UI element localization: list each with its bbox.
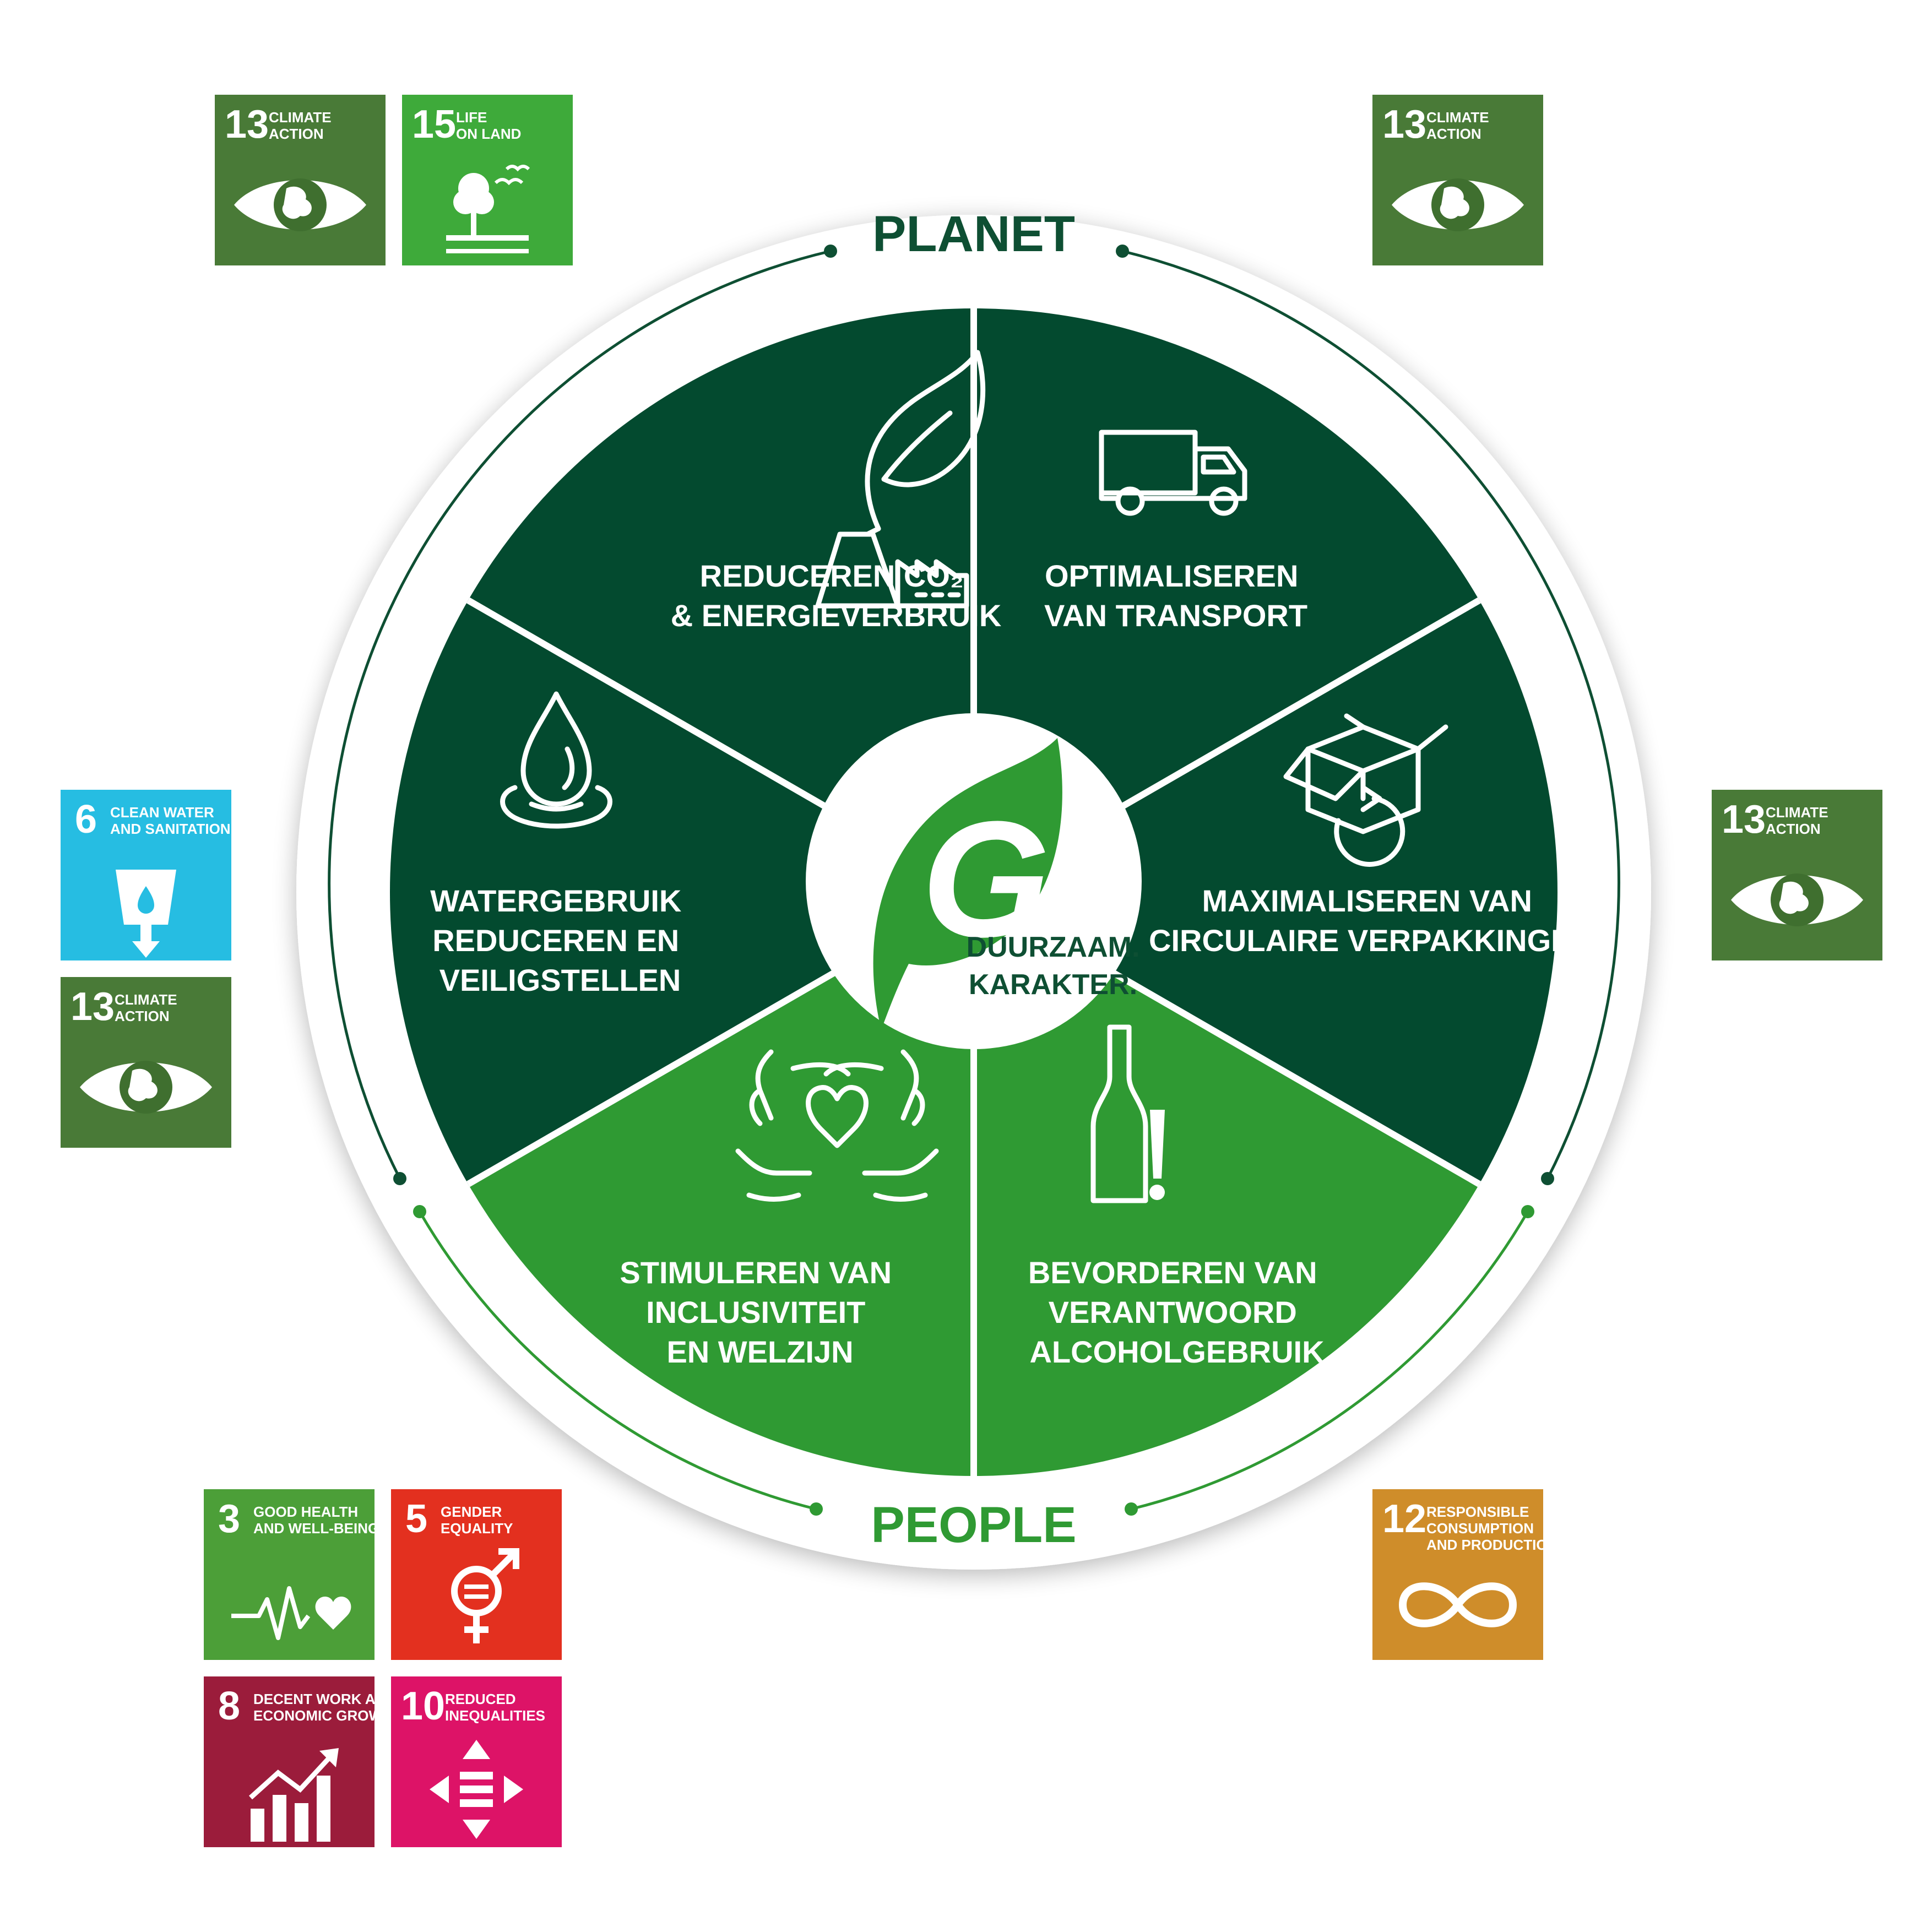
segment-inclusivity	[468, 892, 974, 1476]
tree-birds-icon	[446, 165, 530, 253]
water-glass-icon	[116, 870, 176, 958]
ring-dot	[824, 245, 837, 258]
sdg-tile-bg	[204, 1489, 375, 1660]
sdg-number: 15	[412, 102, 456, 146]
sdg-number: 12	[1382, 1497, 1426, 1541]
ring-dot	[1521, 1205, 1534, 1218]
segment-labels: REDUCEREN CO₂ & ENERGIEVERBRUIK OPTIMALI…	[430, 558, 1594, 1369]
bottle-warning-icon	[1090, 1024, 1165, 1203]
ring-dot	[413, 1205, 426, 1218]
sdg-number: 13	[225, 102, 269, 146]
heartbeat-icon	[231, 1586, 351, 1640]
people-label: PEOPLE	[871, 1497, 1076, 1553]
ring-arcs	[328, 249, 1620, 1511]
ring-dot	[1541, 1172, 1554, 1185]
sdg-number: 13	[1382, 102, 1426, 146]
segment-label-co2: REDUCEREN CO₂ & ENERGIEVERBRUIK	[671, 558, 1002, 633]
sdg-tile-bg	[204, 1676, 375, 1847]
ring-dot	[810, 1502, 823, 1516]
sdg-number: 3	[218, 1497, 240, 1541]
leaf-factory-icon	[815, 350, 986, 609]
eye-earth-icon	[1392, 178, 1524, 231]
segment-label-packaging: MAXIMALISEREN VAN CIRCULAIRE VERPAKKINGE…	[1149, 883, 1594, 958]
recycle-box-icon	[1283, 713, 1448, 867]
hands-heart-icon	[735, 1049, 939, 1202]
center-hub: G DUURZAAM. KARAKTER.	[806, 713, 1142, 1049]
sdg-number: 8	[218, 1684, 240, 1728]
truck-icon	[1099, 430, 1247, 516]
center-line-1: DUURZAAM.	[967, 931, 1140, 963]
equal-arrows-icon	[430, 1740, 523, 1839]
sdg-tile-bg	[391, 1676, 562, 1847]
ring-dot	[1125, 1502, 1138, 1516]
sdg-tile-bg	[1372, 1489, 1543, 1660]
people-arc-right	[1131, 1211, 1529, 1511]
segment-icons	[500, 350, 1448, 1203]
ring-dot	[393, 1172, 406, 1185]
logo-letter: G	[921, 786, 1050, 972]
ring-dot	[1116, 245, 1129, 258]
gender-symbol-icon	[451, 1548, 519, 1643]
segment-label-inclusivity: STIMULEREN VAN INCLUSIVITEIT EN WELZIJN	[620, 1255, 900, 1369]
eye-earth-icon	[80, 1061, 212, 1114]
segment-label-transport: OPTIMALISEREN VAN TRANSPORT	[1044, 558, 1307, 633]
planet-arc-left	[328, 249, 831, 1180]
segment-co2	[468, 308, 974, 892]
sdg-number: 5	[405, 1497, 427, 1541]
center-line-2: KARAKTER.	[969, 969, 1137, 1001]
leaf-logo-icon: G	[873, 738, 1062, 1030]
segment-water	[389, 600, 974, 1184]
segment-label-alcohol: BEVORDEREN VAN VERANTWOORD ALCOHOLGEBRUI…	[1028, 1255, 1326, 1369]
sdg-number: 13	[70, 985, 115, 1029]
sdg-number: 6	[75, 797, 97, 842]
eye-earth-icon	[1731, 873, 1863, 926]
water-drop-icon	[500, 691, 612, 829]
sdg-number: 13	[1722, 797, 1766, 842]
segment-label-water: WATERGEBRUIK REDUCEREN EN VEILIGSTELLEN	[430, 883, 690, 997]
infinity-icon	[1398, 1582, 1517, 1627]
wheel-segments	[389, 308, 1557, 1476]
eye-earth-icon	[234, 178, 366, 231]
segment-alcohol	[974, 892, 1479, 1476]
sdg-number: 10	[401, 1684, 445, 1728]
planet-label: PLANET	[872, 206, 1075, 262]
planet-arc-right	[1122, 249, 1620, 1180]
ring-dots	[393, 245, 1554, 1516]
people-arc-left	[418, 1211, 817, 1511]
growth-chart-icon	[248, 1748, 339, 1842]
